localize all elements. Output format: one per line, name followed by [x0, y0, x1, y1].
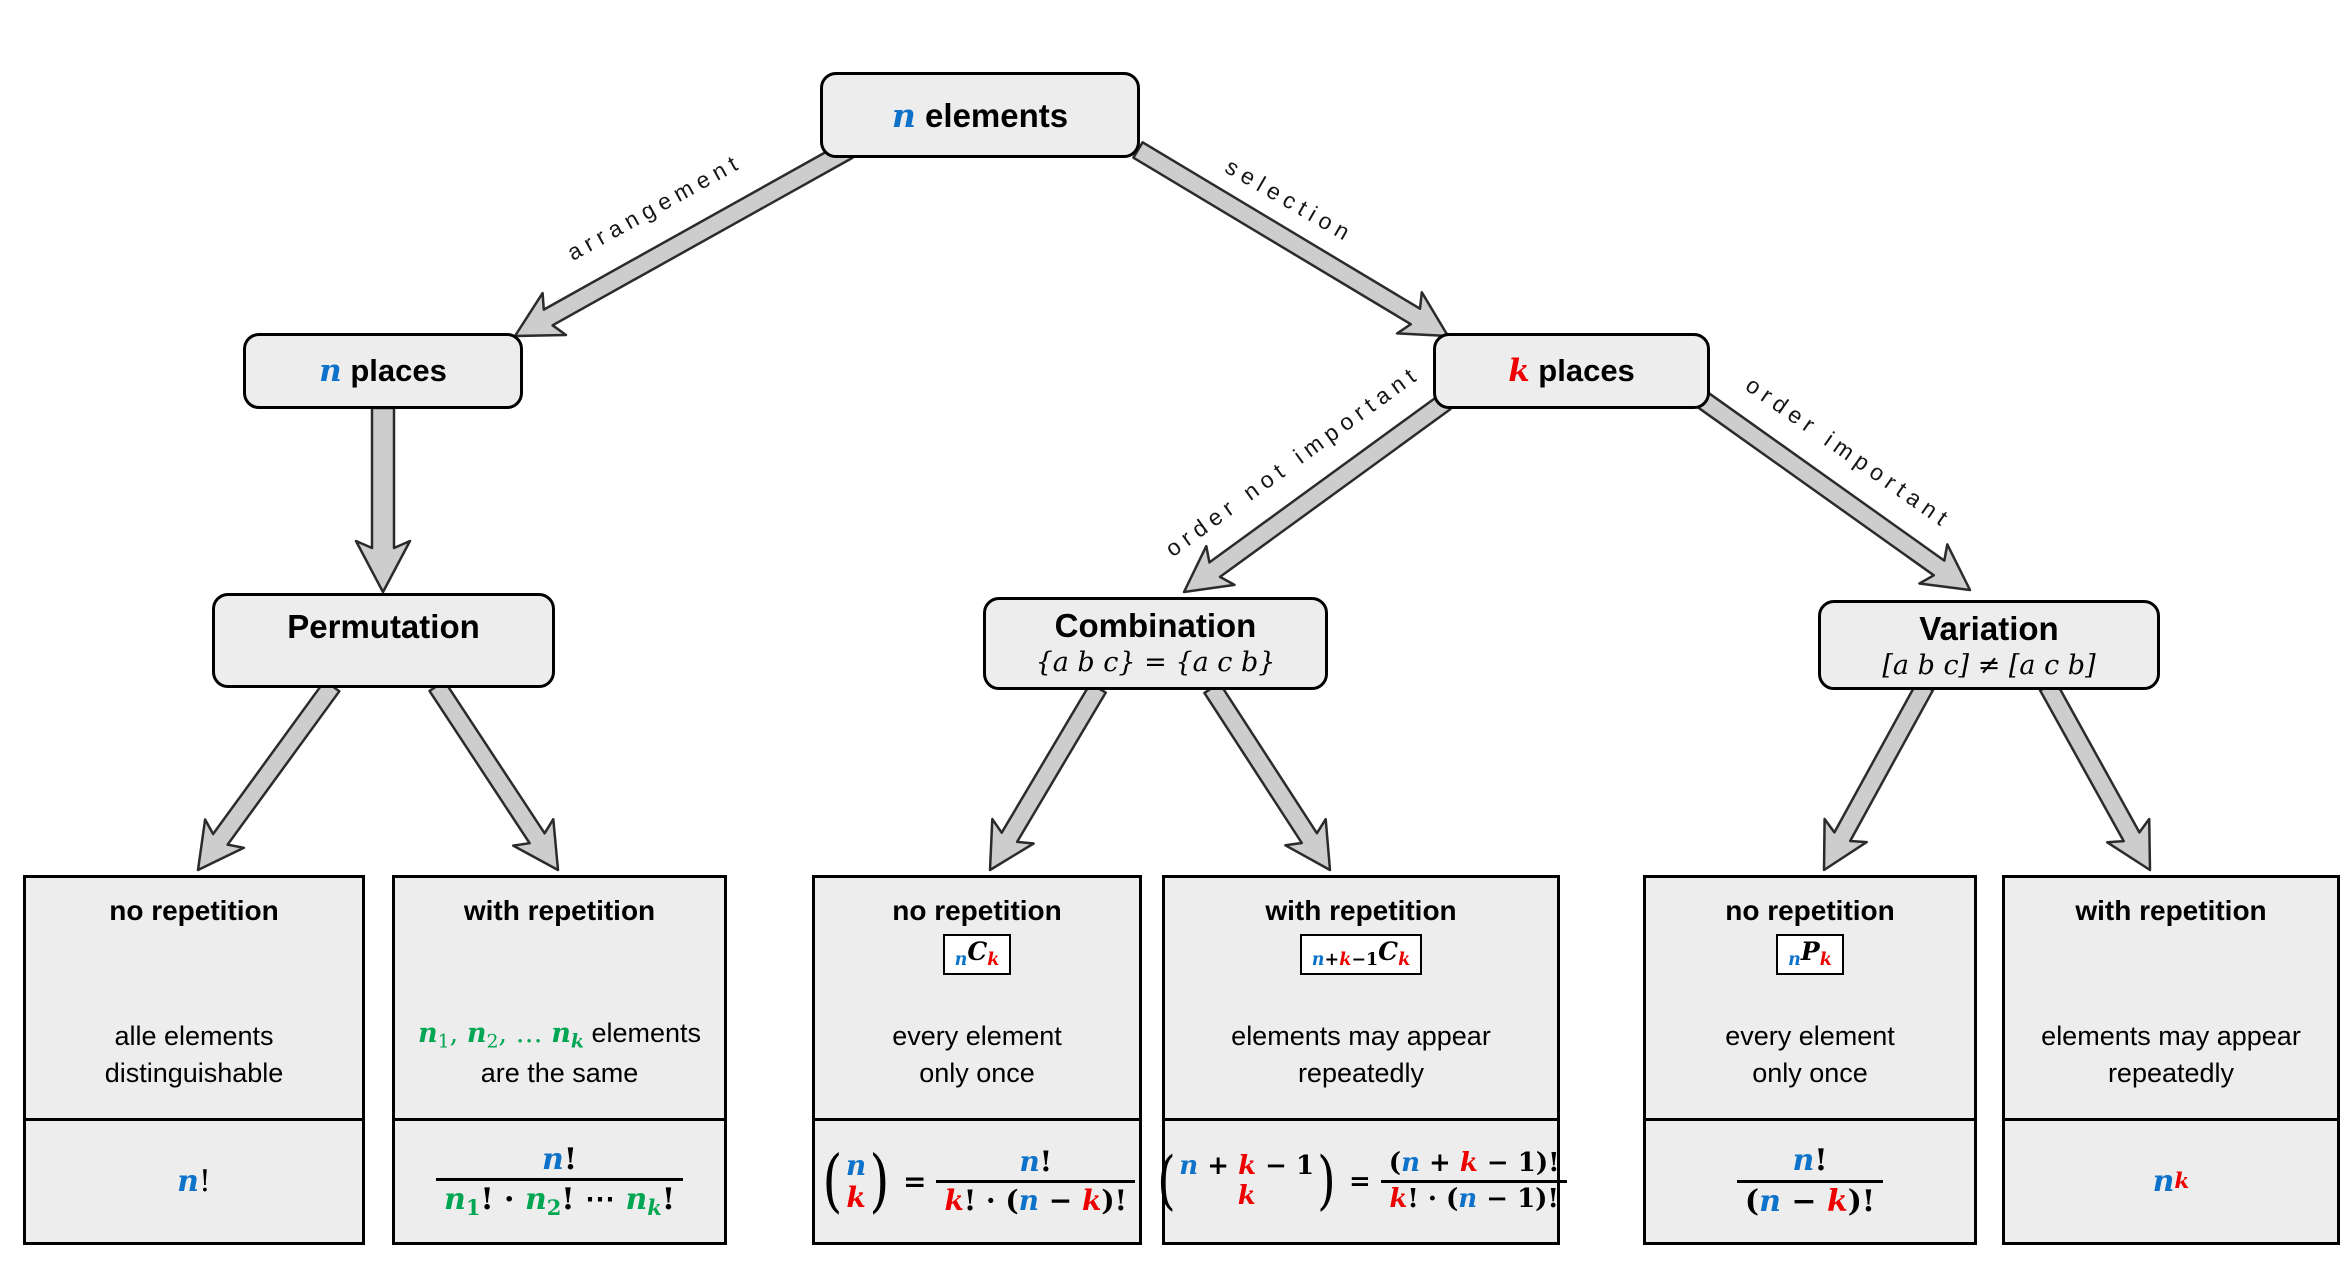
node-combination: Combination {a b c} = {a c b}	[983, 597, 1328, 690]
equals-sign: =	[1348, 1166, 1371, 1197]
arrow-n-places-to-permutation	[354, 406, 412, 594]
node-variation-title: Variation	[1919, 610, 2059, 647]
equals-sign: =	[902, 1165, 927, 1198]
node-k-places: k places	[1433, 333, 1710, 409]
node-permutation-title: Permutation	[287, 608, 480, 645]
node-n-elements-label: n elements	[891, 95, 1069, 135]
leaf-description: every element only once	[1725, 1020, 1895, 1088]
arrow-k-places-to-variation	[1696, 391, 1972, 592]
leaf-description: elements may appear repeatedly	[1231, 1020, 1491, 1088]
leaf-combination-no-repetition: no repetition nCk every element only onc…	[812, 875, 1142, 1245]
leaf-title: with repetition	[2075, 895, 2267, 926]
leaf-combination-with-repetition: with repetition n+k−1Ck elements may app…	[1158, 875, 1567, 1245]
leaf-description: every element only once	[892, 1020, 1062, 1088]
formula-k-permutations: n!(n − k)!	[1736, 1143, 1884, 1220]
fraction-numerator: (n + k − 1)!	[1388, 1147, 1560, 1178]
fraction-numerator: n!	[1792, 1143, 1828, 1178]
symbol-badge-nPk: nPk	[1776, 934, 1844, 975]
arrow-variation-to-no-rep	[1822, 680, 1935, 872]
arrow-k-places-to-combination	[1182, 393, 1452, 594]
leaf-variation-no-repetition: no repetition nPk every element only onc…	[1643, 875, 1977, 1245]
right-paren: )	[1317, 1144, 1336, 1219]
math-var-k: k	[1508, 353, 1530, 389]
arrow-arrangement	[513, 140, 854, 338]
leaf-variation-with-repetition: with repetition elements may appear repe…	[2002, 875, 2340, 1245]
leaf-title: no repetition	[1725, 895, 1895, 926]
node-combination-example: {a b c} = {a c b}	[1035, 647, 1276, 678]
node-k-places-label: k places	[1508, 353, 1635, 389]
fraction-denominator: (n − k)!	[1736, 1179, 1884, 1220]
math-var-n: n	[319, 353, 342, 389]
leaf-permutation-with-repetition: with repetition n1, n2, … nk elements ar…	[392, 875, 727, 1245]
node-n-places: n places	[243, 333, 523, 409]
node-n-elements: n elements	[820, 72, 1140, 158]
leaf-description: elements may appear repeatedly	[2041, 1020, 2301, 1088]
node-permutation: Permutation	[212, 593, 555, 688]
arrow-permutation-to-no-rep	[196, 679, 341, 872]
node-variation-example: [a b c] ≠ [a c b]	[1882, 650, 2096, 681]
symbol-badge-n+k-1Ck: n+k−1Ck	[1299, 934, 1423, 975]
formula-multiset-permutations: n!n1! · n2! ⋯ nk!	[436, 1141, 683, 1221]
leaf-permutation-no-repetition: no repetition alle elements distinguisha…	[23, 875, 365, 1245]
fraction-denominator: k! · (n − k)!	[936, 1179, 1135, 1217]
node-n-places-label: n places	[319, 353, 447, 389]
fraction-numerator: n!	[542, 1141, 577, 1177]
right-paren: )	[869, 1141, 890, 1222]
leaf-title: with repetition	[463, 895, 656, 926]
arrow-combination-to-with-rep	[1203, 681, 1332, 872]
arrow-combination-to-no-rep	[988, 682, 1107, 872]
arrow-variation-to-with-rep	[2038, 680, 2152, 872]
formula-n-factorial: n!	[177, 1164, 211, 1199]
fraction-denominator: k! · (n − 1)!	[1381, 1179, 1567, 1215]
leaf-title: no repetition	[892, 895, 1062, 926]
leaf-description: alle elements distinguishable	[104, 1020, 284, 1088]
arrow-selection	[1132, 141, 1450, 338]
node-variation: Variation [a b c] ≠ [a c b]	[1818, 600, 2160, 690]
leaf-title: no repetition	[109, 895, 279, 926]
left-paren: (	[1157, 1144, 1177, 1219]
node-combination-title: Combination	[1054, 607, 1257, 644]
leaf-title: with repetition	[1265, 895, 1457, 926]
symbol-badge-nCk: nCk	[942, 934, 1012, 975]
arrow-permutation-to-with-rep	[428, 679, 560, 872]
fraction-denominator: n1! · n2! ⋯ nk!	[436, 1178, 683, 1220]
math-var-n: n	[891, 95, 916, 135]
left-paren: (	[822, 1141, 843, 1222]
fraction-numerator: n!	[1019, 1145, 1052, 1179]
leaf-description: n1, n2, … nk elements are the same	[417, 1018, 702, 1088]
